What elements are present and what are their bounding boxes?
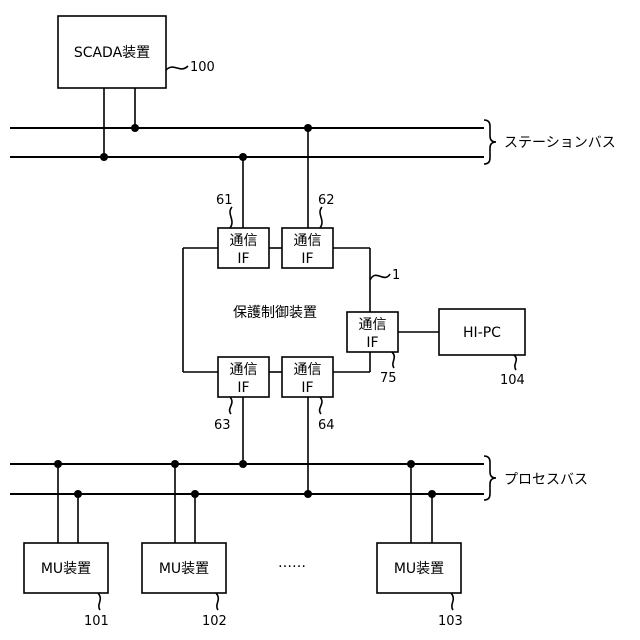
ellipsis-more-units: ……: [278, 555, 306, 571]
scada-ref-leader: [166, 66, 188, 70]
comm-if-line1: 通信: [294, 233, 322, 249]
hipc-ref-number: 104: [500, 373, 525, 388]
comm-if-61: 通信 IF: [218, 228, 269, 268]
if75-ref-leader: [392, 352, 394, 368]
hipc-ref-leader: [514, 355, 516, 370]
protection-ref-leader: [370, 274, 390, 280]
junction-dot: [428, 490, 436, 498]
mu-device-label: MU装置: [41, 561, 91, 577]
mu103-ref-number: 103: [438, 614, 463, 629]
comm-if-line1: 通信: [230, 233, 258, 249]
protection-device-label: 保護制御装置: [233, 305, 317, 321]
if62-ref-number: 62: [318, 193, 335, 208]
comm-if-64: 通信 IF: [282, 357, 333, 397]
junction-dot: [304, 124, 312, 132]
comm-if-62: 通信 IF: [282, 228, 333, 268]
mu101-ref-number: 101: [84, 614, 109, 629]
junction-dot: [407, 460, 415, 468]
comm-if-line2: IF: [366, 335, 378, 351]
if75-ref-number: 75: [380, 371, 397, 386]
comm-if-line1: 通信: [359, 317, 387, 333]
comm-if-line1: 通信: [230, 362, 258, 378]
mu101-ref-leader: [98, 593, 100, 610]
mu-device-label: MU装置: [394, 561, 444, 577]
comm-if-63: 通信 IF: [218, 357, 269, 397]
mu-device-label: MU装置: [159, 561, 209, 577]
comm-if-75: 通信 IF: [347, 312, 398, 352]
scada-ref-number: 100: [190, 60, 215, 75]
if63-ref-leader: [230, 397, 232, 414]
scada-device-label: SCADA装置: [74, 45, 150, 61]
if64-ref-leader: [320, 397, 322, 414]
junction-dot: [74, 490, 82, 498]
station-bus-label: ステーションバス: [504, 135, 616, 151]
junction-dot: [191, 490, 199, 498]
comm-if-line2: IF: [237, 251, 249, 267]
comm-if-line1: 通信: [294, 362, 322, 378]
if63-ref-number: 63: [214, 418, 231, 433]
comm-if-line2: IF: [301, 251, 313, 267]
mu102-ref-number: 102: [202, 614, 227, 629]
junction-dot: [171, 460, 179, 468]
comm-if-line2: IF: [301, 380, 313, 396]
comm-if-line2: IF: [237, 380, 249, 396]
if61-ref-leader: [230, 207, 232, 228]
if64-ref-number: 64: [318, 418, 335, 433]
process-bus-label: プロセスバス: [504, 472, 588, 488]
junction-dot: [54, 460, 62, 468]
mu103-ref-leader: [451, 593, 453, 610]
junction-dot: [100, 153, 108, 161]
station-bus-brace: [484, 120, 496, 164]
junction-dot: [239, 153, 247, 161]
mu102-ref-leader: [216, 593, 218, 610]
if61-ref-number: 61: [216, 193, 233, 208]
if62-ref-leader: [320, 207, 322, 228]
junction-dot: [131, 124, 139, 132]
hipc-label: HI-PC: [463, 325, 501, 341]
protection-ref-number: 1: [392, 268, 400, 283]
process-bus-brace: [484, 456, 496, 500]
